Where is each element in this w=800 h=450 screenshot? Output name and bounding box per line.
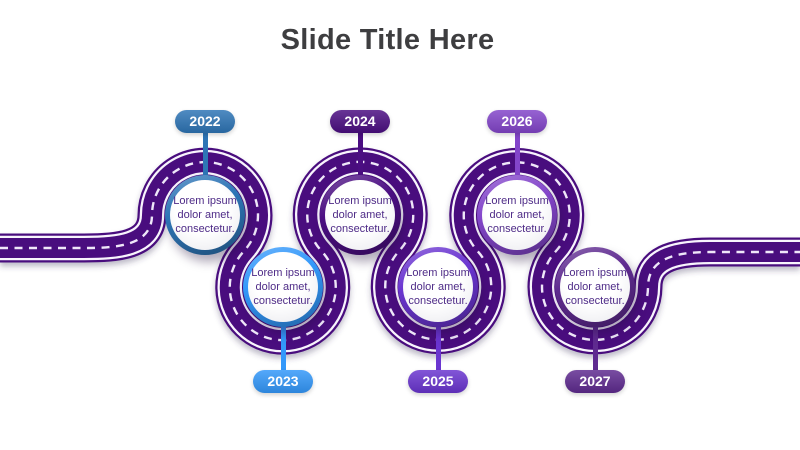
milestone-circle-inner: Lorem ipsum dolor amet, consectetur. [248, 252, 318, 322]
milestone-circle-inner: Lorem ipsum dolor amet, consectetur. [170, 180, 240, 250]
badge-connector-line [280, 287, 286, 381]
milestone-description: Lorem ipsum dolor amet, consectetur. [251, 266, 315, 308]
year-badge: 2026 [487, 109, 547, 133]
milestone-description: Lorem ipsum dolor amet, consectetur. [406, 266, 470, 308]
milestone-circle-inner: Lorem ipsum dolor amet, consectetur. [482, 180, 552, 250]
year-badge: 2027 [565, 369, 625, 393]
year-badge: 2023 [253, 369, 313, 393]
road-center-dashes [0, 160, 800, 342]
milestone-description: Lorem ipsum dolor amet, consectetur. [485, 194, 549, 236]
badge-connector-line [592, 287, 598, 381]
badge-connector-line [514, 121, 520, 215]
milestone-circle: Lorem ipsum dolor amet, consectetur. [398, 247, 478, 327]
milestone-description: Lorem ipsum dolor amet, consectetur. [173, 194, 237, 236]
milestone-circle: Lorem ipsum dolor amet, consectetur. [243, 247, 323, 327]
milestone-circle: Lorem ipsum dolor amet, consectetur. [320, 175, 400, 255]
milestone-circle: Lorem ipsum dolor amet, consectetur. [555, 247, 635, 327]
badge-connector-line [357, 121, 363, 215]
milestone-description: Lorem ipsum dolor amet, consectetur. [563, 266, 627, 308]
year-badge: 2022 [175, 109, 235, 133]
year-badge: 2024 [330, 109, 390, 133]
milestone-circle-inner: Lorem ipsum dolor amet, consectetur. [560, 252, 630, 322]
milestone-circle: Lorem ipsum dolor amet, consectetur. [165, 175, 245, 255]
year-badge: 2025 [408, 369, 468, 393]
badge-connector-line [202, 121, 208, 215]
badge-connector-line [435, 287, 441, 381]
page-title: Slide Title Here [280, 24, 495, 56]
milestone-circle-inner: Lorem ipsum dolor amet, consectetur. [403, 252, 473, 322]
road-body [0, 151, 800, 351]
milestone-description: Lorem ipsum dolor amet, consectetur. [328, 194, 392, 236]
milestone-circle: Lorem ipsum dolor amet, consectetur. [477, 175, 557, 255]
milestone-circle-inner: Lorem ipsum dolor amet, consectetur. [325, 180, 395, 250]
